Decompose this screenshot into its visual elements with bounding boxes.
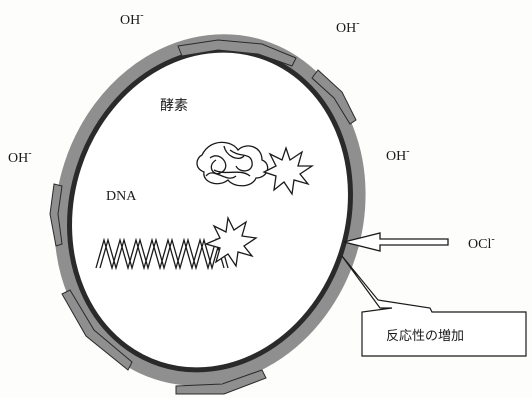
cell-membrane-inner [29, 13, 392, 398]
hydroxide-ion-name: OH [8, 151, 28, 166]
callout-text: 反応性の増加 [386, 329, 464, 344]
hypochlorite-ion-label: OCl- [468, 234, 495, 252]
ion-charge: - [406, 146, 409, 157]
hydroxide-ion-name: OH [386, 149, 406, 164]
dna-label: DNA [106, 189, 137, 204]
hydroxide-ion-label: OH- [120, 10, 144, 28]
enzyme-label: 酵素 [160, 98, 188, 114]
reactivity-callout: 反応性の増加 [342, 256, 526, 356]
hydroxide-ion-label: OH- [8, 148, 32, 166]
hydroxide-ion-label: OH- [386, 146, 410, 164]
ion-charge: - [28, 148, 31, 159]
hydroxide-ion-name: OH [336, 21, 356, 36]
hydroxide-ion-label: OH- [336, 18, 360, 36]
hydroxide-ion-name: OH [120, 13, 140, 28]
ion-charge: - [140, 10, 143, 21]
ion-charge: - [491, 234, 494, 245]
ion-charge: - [356, 18, 359, 29]
hypochlorite-ion-name: OCl [468, 237, 491, 252]
